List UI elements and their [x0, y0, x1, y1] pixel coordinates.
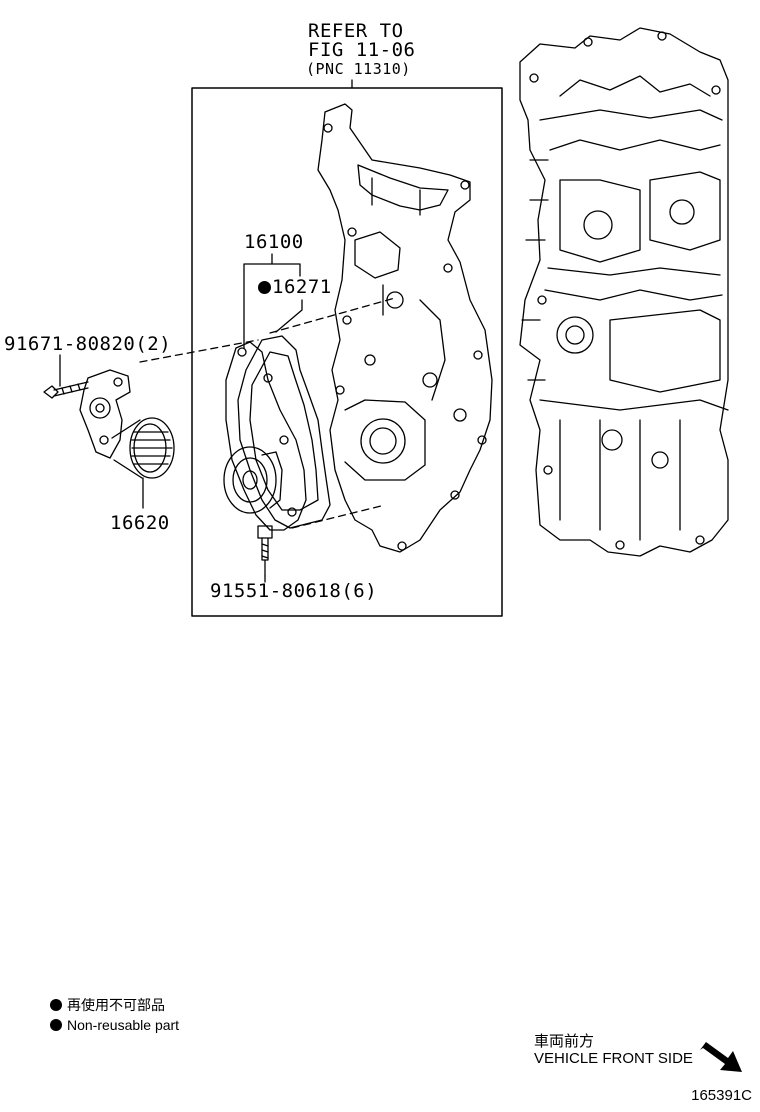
pump-gasket [237, 335, 331, 529]
part-16620: 16620 [110, 512, 170, 534]
water-pump [223, 341, 307, 531]
leader-16271 [275, 299, 303, 333]
part-16271: 16271 [258, 278, 332, 297]
timing-cover [317, 103, 493, 553]
legend-en-text: Non-reusable part [67, 1017, 180, 1033]
engine-block [519, 27, 729, 557]
bolt-91671 [43, 381, 89, 399]
legend-jp-text: 再使用不可部品 [67, 997, 165, 1013]
belt-tensioner [79, 369, 175, 479]
front-jp-text: 車両前方 [534, 1033, 595, 1050]
dashed-line-upper [139, 339, 259, 363]
front-en-text: VEHICLE FRONT SIDE [534, 1050, 693, 1067]
legend-en: Non-reusable part [50, 1018, 179, 1032]
part-91671: 91671-80820(2) [4, 333, 172, 355]
refer-to-text: REFER TO [308, 20, 404, 42]
part-16271-number: 16271 [272, 276, 332, 298]
dashed-line-tension [269, 297, 396, 334]
bolt-91551 [257, 525, 273, 577]
part-16100: 16100 [244, 231, 304, 253]
legend-jp: 再使用不可部品 [50, 998, 165, 1012]
legend-dot-icon [50, 1019, 62, 1031]
refer-fig-text: FIG 11-06 [308, 39, 416, 61]
part-91551: 91551-80618(6) [210, 580, 378, 602]
vehicle-front-arrow [700, 1042, 742, 1072]
figure-id: 165391C [691, 1087, 752, 1104]
legend-dot-icon [50, 999, 62, 1011]
dashed-line-lower [291, 504, 386, 529]
bracket-16100 [243, 253, 301, 349]
non-reusable-mark [258, 281, 271, 294]
refer-pnc-text: (PNC 11310) [306, 60, 411, 78]
